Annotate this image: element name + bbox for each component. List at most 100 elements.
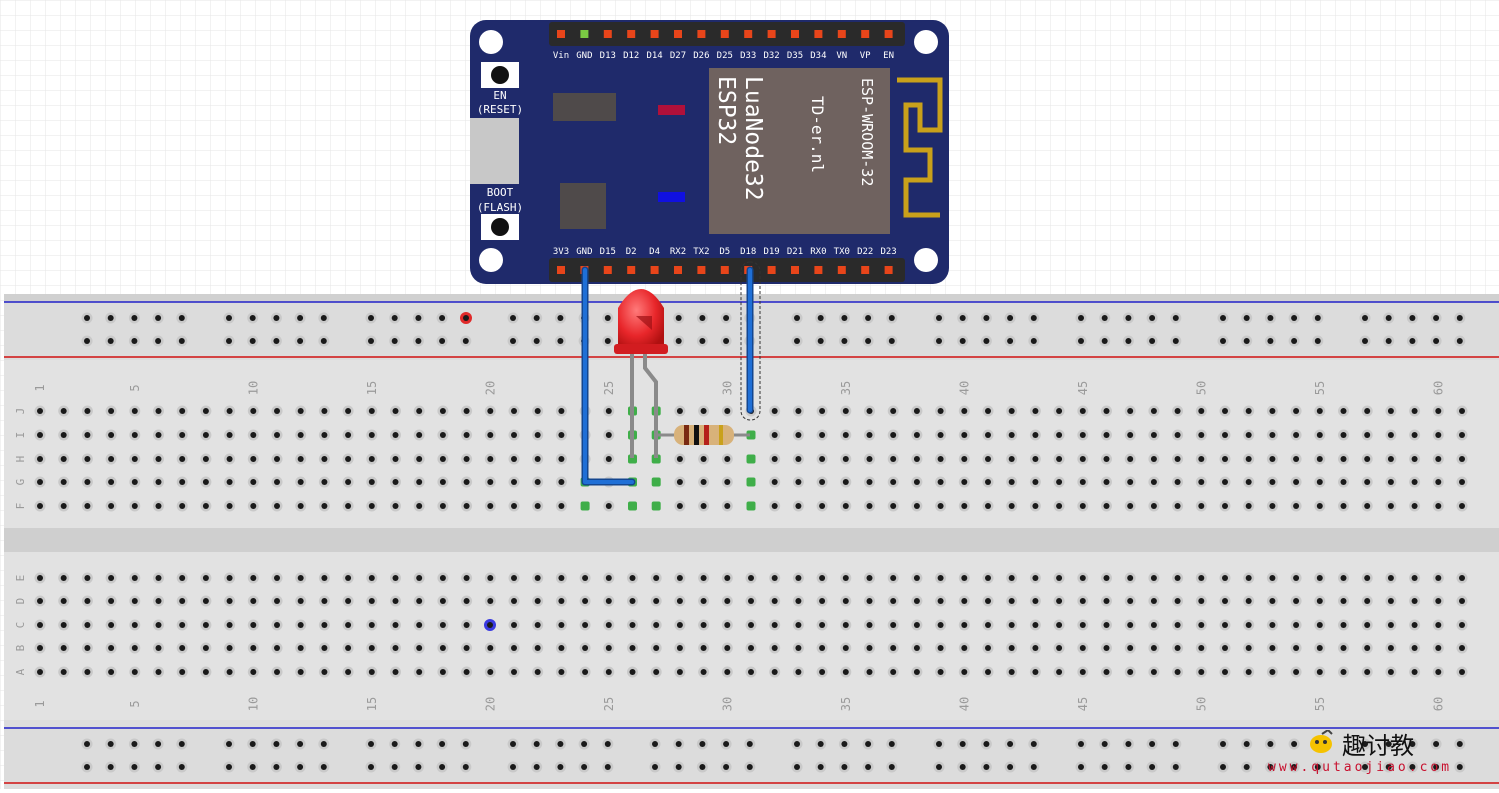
status-led	[658, 192, 685, 202]
bottom-pin-tx0[interactable]	[837, 266, 846, 274]
bottom-pin-rx0[interactable]	[814, 266, 823, 274]
resistor-band-1	[684, 425, 689, 445]
column-number: 5	[128, 384, 142, 391]
breadboard-hole[interactable]	[746, 501, 756, 511]
top-pin-d25[interactable]	[720, 30, 729, 38]
column-number: 20	[483, 381, 497, 395]
resistor-band-3	[704, 425, 709, 445]
resistor[interactable]	[656, 425, 750, 445]
bottom-pin-3v3[interactable]	[557, 266, 565, 274]
top-pin-label: D32	[763, 51, 779, 61]
row-letter: C	[14, 622, 27, 629]
top-pin-d32[interactable]	[767, 30, 776, 38]
wire-selection-outline	[740, 261, 761, 421]
bottom-pin-d23[interactable]	[884, 266, 893, 274]
breadboard-hole[interactable]	[746, 430, 756, 440]
column-number: 25	[602, 697, 616, 711]
top-pin-d27[interactable]	[674, 30, 682, 38]
column-number: 30	[720, 381, 734, 395]
row-letter: I	[14, 432, 27, 439]
esp32-board[interactable]: EN (RESET) BOOT (FLASH) LuaNode32 ESP32 …	[470, 20, 949, 284]
top-pin-label: D34	[810, 51, 826, 61]
top-pin-d33[interactable]	[744, 30, 753, 38]
red-led[interactable]	[614, 289, 668, 458]
breadboard-hole[interactable]	[628, 501, 637, 511]
row-letter: A	[14, 668, 27, 675]
bottom-pin-label: D23	[880, 247, 896, 257]
chip-line-esp32: ESP32	[713, 76, 739, 145]
bottom-pin-d21[interactable]	[791, 266, 799, 274]
mount-hole-top-right	[914, 30, 938, 54]
top-pin-d26[interactable]	[697, 30, 706, 38]
column-number: 5	[128, 700, 142, 707]
bottom-pin-label: GND	[576, 247, 592, 257]
chip-line-luanode32: LuaNode32	[740, 76, 766, 201]
column-number: 50	[1194, 697, 1208, 711]
bottom-pin-d22[interactable]	[861, 266, 870, 274]
breadboard-hole[interactable]	[651, 501, 661, 511]
top-pin-d34[interactable]	[814, 30, 823, 38]
top-pin-d14[interactable]	[650, 30, 659, 38]
top-pin-en[interactable]	[884, 30, 893, 38]
column-number: 35	[839, 381, 853, 395]
row-letter: E	[14, 575, 27, 582]
top-pin-label: VN	[836, 51, 847, 61]
bottom-pin-d4[interactable]	[650, 266, 659, 274]
column-number: 40	[957, 381, 971, 395]
en-label: EN	[493, 89, 506, 102]
bottom-pin-label: RX0	[810, 247, 826, 257]
top-pin-d12[interactable]	[627, 30, 636, 38]
top-pin-d13[interactable]	[603, 30, 612, 38]
led-rim	[614, 344, 668, 354]
top-pin-label: D27	[670, 51, 686, 61]
top-pin-label: D33	[740, 51, 756, 61]
top-pin-label: EN	[883, 51, 894, 61]
bottom-pin-rx2[interactable]	[674, 266, 682, 274]
wires	[581, 261, 761, 486]
column-number: 1	[33, 700, 47, 707]
column-number: 35	[839, 697, 853, 711]
bottom-pin-tx2[interactable]	[697, 266, 706, 274]
bottom-pin-label: RX2	[670, 247, 686, 257]
column-number: 60	[1431, 697, 1445, 711]
column-number: 50	[1194, 381, 1208, 395]
top-pin-label: Vin	[553, 51, 569, 61]
column-number: 60	[1431, 381, 1445, 395]
bottom-pin-d15[interactable]	[603, 266, 612, 274]
breadboard-hole[interactable]	[580, 501, 590, 511]
top-pin-vin[interactable]	[557, 30, 565, 38]
watermark-url: www.qutaojiao.com	[1268, 760, 1453, 775]
top-pin-label: D14	[646, 51, 662, 61]
bottom-pin-label: D19	[763, 247, 779, 257]
breadboard-hole[interactable]	[651, 454, 661, 464]
row-letter: J	[14, 408, 27, 415]
bottom-pin-d2[interactable]	[627, 266, 636, 274]
breadboard-hole[interactable]	[746, 477, 756, 487]
row-letter: H	[14, 456, 27, 463]
top-pin-d35[interactable]	[791, 30, 799, 38]
en-button[interactable]	[491, 66, 509, 84]
bottom-pin-d19[interactable]	[767, 266, 776, 274]
top-pin-vp[interactable]	[861, 30, 870, 38]
gnd-wire[interactable]	[583, 268, 634, 484]
bottom-pin-label: D5	[719, 247, 730, 257]
top-pin-gnd[interactable]	[580, 30, 589, 38]
reset-label: (RESET)	[477, 103, 523, 116]
mount-hole-bottom-right	[914, 248, 938, 272]
bottom-pin-d5[interactable]	[720, 266, 729, 274]
breadboard-hole[interactable]	[651, 477, 661, 487]
bottom-pin-label: D2	[626, 247, 637, 257]
row-letter: F	[14, 503, 27, 510]
column-number: 45	[1076, 381, 1090, 395]
column-number: 55	[1313, 381, 1327, 395]
boot-button[interactable]	[491, 218, 509, 236]
row-letter: D	[14, 598, 27, 605]
top-pin-vn[interactable]	[837, 30, 846, 38]
top-pin-label: GND	[576, 51, 592, 61]
top-pin-label: VP	[860, 51, 871, 61]
top-pin-label: D12	[623, 51, 639, 61]
bottom-pin-label: D18	[740, 247, 756, 257]
breadboard-hole[interactable]	[746, 454, 756, 464]
